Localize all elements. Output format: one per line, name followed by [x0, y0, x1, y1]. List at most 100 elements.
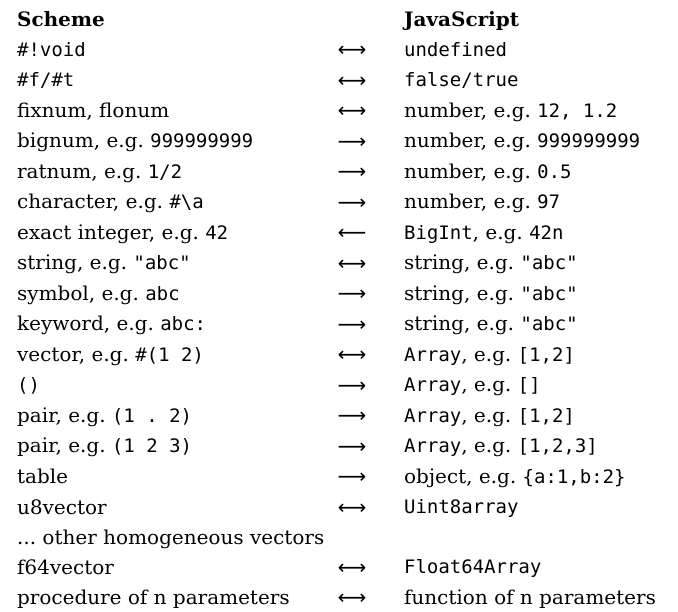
scheme-text-segment: string, e.g. [17, 250, 133, 274]
js-text-segment: "abc" [520, 283, 577, 305]
mapping-row: #!void ⟷ undefined [17, 35, 678, 66]
direction-arrow-cell: ⟶ [329, 309, 404, 340]
direction-arrow-cell: ⟷ [329, 65, 404, 96]
scheme-cell: keyword, e.g. abc: [17, 309, 329, 340]
js-text-segment: Float64Array [404, 556, 541, 578]
scheme-text-segment: bignum, e.g. [17, 128, 150, 152]
js-text-segment: Array [404, 435, 461, 457]
javascript-cell: string, e.g. "abc" [404, 309, 678, 340]
direction-arrow-cell: ⟶ [329, 279, 404, 310]
scheme-text-segment: vector, e.g. [17, 342, 135, 366]
js-text-segment: 42n [529, 222, 563, 244]
mapping-row: vector, e.g. #(1 2)⟷Array, e.g. [1,2] [17, 340, 678, 371]
javascript-cell: Array, e.g. [1,2,3] [404, 431, 678, 462]
right-arrow-icon: ⟶ [329, 371, 375, 401]
scheme-text-segment: () [17, 374, 40, 396]
scheme-cell: () [17, 370, 329, 401]
direction-arrow-cell: ⟷ [329, 552, 404, 583]
js-text-segment: string, e.g. [404, 250, 520, 274]
scheme-cell: symbol, e.g. abc [17, 279, 329, 310]
mapping-row: u8vector⟷Uint8array [17, 492, 678, 523]
javascript-cell: undefined [404, 35, 678, 66]
mapping-row: ()⟶Array, e.g. [] [17, 370, 678, 401]
js-text-segment: function of n parameters [404, 585, 656, 609]
scheme-cell: character, e.g. #\a [17, 187, 329, 218]
js-text-segment: Array [404, 405, 461, 427]
scheme-text-segment: abc [145, 283, 179, 305]
js-text-segment: [1,2,3] [518, 435, 598, 457]
js-text-segment: 12, 1.2 [537, 100, 617, 122]
js-text-segment: string, e.g. [404, 311, 520, 335]
direction-arrow-cell: ⟷ [329, 340, 404, 371]
js-text-segment: "abc" [520, 252, 577, 274]
mapping-row: bignum, e.g. 999999999⟶number, e.g. 9999… [17, 126, 678, 157]
js-text-segment: false/true [404, 69, 518, 91]
javascript-cell: BigInt, e.g. 42n [404, 218, 678, 249]
javascript-cell: number, e.g. 12, 1.2 [404, 96, 678, 127]
right-arrow-icon: ⟶ [329, 432, 375, 462]
right-arrow-icon: ⟶ [329, 279, 375, 309]
scheme-text-segment: u8vector [17, 495, 107, 519]
scheme-text-segment: 42 [205, 222, 228, 244]
direction-arrow-cell: ⟵ [329, 218, 404, 249]
right-arrow-icon: ⟶ [329, 127, 375, 157]
scheme-text-segment: pair, e.g. [17, 403, 112, 427]
mapping-row: exact integer, e.g. 42⟵ BigInt, e.g. 42n [17, 218, 678, 249]
bidirectional-arrow-icon: ⟷ [329, 493, 375, 523]
scheme-text-segment: (1 . 2) [112, 405, 192, 427]
bidirectional-arrow-icon: ⟷ [329, 96, 375, 126]
mapping-row: keyword, e.g. abc:⟶string, e.g. "abc" [17, 309, 678, 340]
js-text-segment: number, e.g. [404, 159, 537, 183]
scheme-text-segment: #f/#t [17, 69, 74, 91]
js-text-segment: {a:1,b:2} [523, 466, 626, 488]
scheme-text-segment: abc: [160, 313, 206, 335]
type-mapping-table: Scheme JavaScript #!void⟷undefined#f/#t⟷… [17, 5, 678, 612]
direction-arrow-cell: ⟶ [329, 370, 404, 401]
mapping-row: ... other homogeneous vectors [17, 523, 678, 553]
js-text-segment: [1,2] [518, 344, 575, 366]
js-text-segment: , e.g. [461, 433, 517, 457]
direction-arrow-cell: ⟶ [329, 157, 404, 188]
direction-arrow-cell: ⟷ [329, 492, 404, 523]
scheme-text-segment: keyword, e.g. [17, 311, 160, 335]
js-text-segment: object, e.g. [404, 464, 523, 488]
bidirectional-arrow-icon: ⟷ [329, 35, 375, 65]
direction-arrow-cell: ⟷ [329, 96, 404, 127]
javascript-cell: false/true [404, 65, 678, 96]
scheme-cell: exact integer, e.g. 42 [17, 218, 329, 249]
scheme-text-segment: procedure of n parameters [17, 585, 290, 609]
mapping-row: ratnum, e.g. 1/2⟶number, e.g. 0.5 [17, 157, 678, 188]
direction-arrow-cell: ⟷ [329, 248, 404, 279]
scheme-cell: bignum, e.g. 999999999 [17, 126, 329, 157]
js-text-segment: , e.g. [473, 220, 529, 244]
javascript-cell: Array, e.g. [1,2] [404, 401, 678, 432]
js-text-segment: 97 [537, 191, 560, 213]
left-arrow-icon: ⟵ [329, 218, 375, 248]
scheme-text-segment: 999999999 [150, 130, 253, 152]
right-arrow-icon: ⟶ [329, 401, 375, 431]
scheme-text-segment: #\a [169, 191, 203, 213]
mapping-row: string, e.g. "abc"⟷string, e.g. "abc" [17, 248, 678, 279]
mapping-row: #f/#t ⟷false/true [17, 65, 678, 96]
bidirectional-arrow-icon: ⟷ [329, 340, 375, 370]
js-text-segment: string, e.g. [404, 281, 520, 305]
js-text-segment: number, e.g. [404, 189, 537, 213]
javascript-cell: string, e.g. "abc" [404, 279, 678, 310]
js-text-segment: , e.g. [461, 342, 517, 366]
direction-arrow-cell: ⟶ [329, 401, 404, 432]
javascript-cell: object, e.g. {a:1,b:2} [404, 462, 678, 493]
scheme-text-segment: table [17, 464, 68, 488]
scheme-cell: procedure of n parameters [17, 583, 329, 612]
scheme-text-segment: #!void [17, 39, 86, 61]
javascript-cell: function of n parameters [404, 583, 678, 612]
scheme-cell: table [17, 462, 329, 493]
scheme-text-segment: "abc" [133, 252, 190, 274]
mapping-row: character, e.g. #\a⟶number, e.g. 97 [17, 187, 678, 218]
javascript-cell: Float64Array [404, 552, 678, 583]
js-text-segment: , e.g. [461, 372, 517, 396]
scheme-text-segment: symbol, e.g. [17, 281, 145, 305]
scheme-cell: ratnum, e.g. 1/2 [17, 157, 329, 188]
scheme-text-segment: pair, e.g. [17, 433, 112, 457]
javascript-cell: number, e.g. 97 [404, 187, 678, 218]
